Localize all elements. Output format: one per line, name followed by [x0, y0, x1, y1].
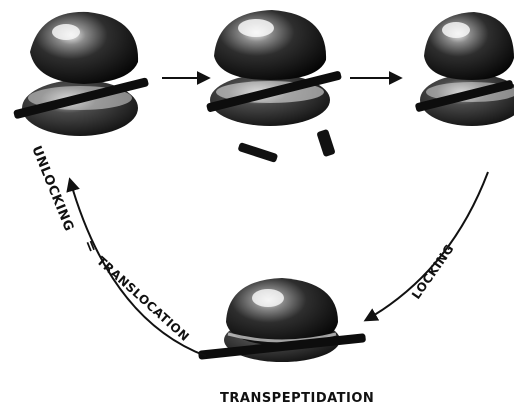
- translocation-label: TRANSLOCATION: [94, 254, 192, 344]
- ribosome-releasing-fragments: [206, 10, 342, 163]
- open-ribosome: [13, 12, 149, 136]
- locked-ribosome: [198, 278, 366, 362]
- unlocking-label: UNLOCKING: [28, 144, 76, 234]
- transpeptidation-label: TRANSPEPTIDATION: [220, 391, 374, 406]
- released-fragment: [237, 142, 278, 163]
- ribosome-closing: [415, 12, 514, 126]
- locking-label: LOCKING: [409, 242, 457, 302]
- released-fragment: [316, 129, 335, 157]
- locking-arrow: [366, 172, 488, 320]
